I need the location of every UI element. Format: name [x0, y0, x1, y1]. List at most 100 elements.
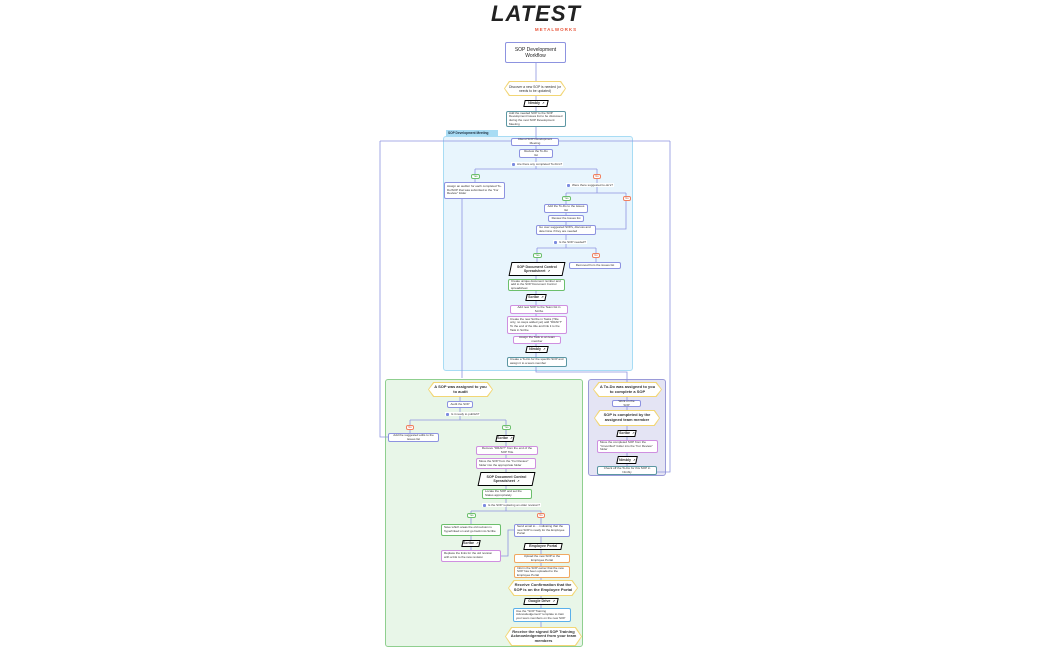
logo-main: LATEST [491, 1, 581, 26]
work-box: Work on the SOP [612, 399, 641, 407]
external-link-icon: ↗ [547, 269, 551, 273]
assign-task-box: Assign the Task to an team member [513, 336, 561, 344]
scribe-link[interactable]: Scribe↗ [495, 435, 515, 442]
decision-icon [567, 183, 570, 187]
no-label: No [537, 513, 545, 518]
no-label: No [592, 253, 600, 258]
locate-box: Locate the SOP and set the Status approp… [482, 489, 532, 499]
external-link-icon: ↗ [510, 436, 513, 441]
confirm-text: Receive Confirmation that the SOP is on … [509, 581, 577, 595]
decision-text: Is it ready to publish? [451, 412, 480, 416]
replace-links-box: Replace the links for the old revision w… [441, 550, 501, 562]
add-edits-box: Add the suggested edits to the issues li… [388, 433, 439, 442]
create-number-box: Create unique document number and add to… [508, 279, 565, 291]
spreadsheet-label: SOP Document Control Spreadsheet [486, 474, 527, 483]
title-text: SOP Development Workflow [514, 46, 557, 59]
nimbly-label: Nimbly [527, 101, 540, 106]
no-label: No [406, 425, 414, 430]
drive-label: Google Drive [527, 599, 550, 604]
move-sop-box: Move the SOP from the "For Review" folde… [476, 458, 536, 469]
nimbly-label: Nimbly [618, 457, 631, 462]
review-issues-box: Review the Issues list [548, 215, 584, 222]
external-link-icon: ↗ [541, 295, 544, 300]
scribe-link[interactable]: Scribe↗ [525, 294, 547, 301]
discover-hexagon: Discover a new SOP is needed (or needs t… [504, 81, 566, 96]
attend-box: Attend SOP Development Meeting [511, 138, 559, 146]
discover-text: Discover a new SOP is needed (or needs t… [505, 82, 565, 95]
use-template-box: Use the "SOP Training Acknowledgement" t… [513, 608, 571, 622]
no-label: No [623, 196, 631, 201]
decision-icon [554, 240, 557, 244]
decision-text: Were there suggested to-do's? [572, 183, 613, 187]
yes-label: Yes [562, 196, 571, 201]
nimbly-label: Nimbly [528, 347, 541, 352]
scribe-label: Scribe [528, 295, 540, 300]
complete-start-text: A To-Do was assigned to you to complete … [594, 383, 661, 396]
scribe-link[interactable]: Scribe↗ [461, 540, 481, 547]
yes-label: Yes [502, 425, 511, 430]
receive-signed-text: Receive the signed SOP Training Acknowle… [506, 628, 581, 645]
decision-text: Are there any completed To-Do's? [517, 162, 563, 166]
remove-draft-box: Remove "DRAFT" from the end of the SOP T… [476, 446, 538, 455]
meeting-group-label: SOP Development Meeting [446, 130, 498, 136]
external-link-icon: ↗ [476, 541, 479, 546]
confirm-hexagon: Receive Confirmation that the SOP is on … [508, 580, 578, 596]
review-todo-box: Review the To-Do list [519, 149, 553, 158]
add-todo-box: Add the To-Do to the issues list [544, 204, 588, 213]
create-scribe-box: Create the new Scribe in Tasks (Title on… [507, 316, 567, 334]
external-link-icon: ↗ [631, 431, 635, 436]
audit-box: Audit the SOP [447, 401, 473, 408]
decision-text: Is the SOP replacing an older revision? [488, 503, 540, 507]
logo-sub: METALWORKS [534, 27, 578, 32]
employee-portal-link[interactable]: Employee Portal [523, 543, 563, 550]
audit-start-text: A SOP was assigned to you to audit [429, 383, 492, 396]
external-link-icon: ↗ [517, 479, 520, 483]
add-team-box: Add new SOP to the Team list in Scribe [510, 305, 568, 314]
completed-hexagon: SOP is completed by the assigned team me… [594, 410, 660, 426]
complete-start-hexagon: A To-Do was assigned to you to complete … [593, 382, 662, 397]
audit-start-hexagon: A SOP was assigned to you to audit [428, 382, 493, 397]
assign-auditor-box: Assign an auditor for each completed To-… [444, 182, 505, 199]
decision-text: Is the SOP needed? [559, 240, 586, 244]
save-areas-box: Save which areas the old revision is hyp… [441, 524, 501, 536]
external-link-icon: ↗ [541, 101, 545, 106]
no-label: No [593, 174, 601, 179]
decision-icon [446, 412, 449, 416]
nimbly-link[interactable]: Nimbly↗ [525, 346, 549, 353]
decision-ready: Is it ready to publish? [445, 412, 481, 416]
workflow-title: SOP Development Workflow [505, 42, 566, 63]
upload-box: Upload the new SOP to the Employee Porta… [514, 554, 570, 563]
logo: LATEST METALWORKS [476, 0, 596, 33]
check-off-box: Check off the To-Do for this SOP in Nimb… [597, 466, 657, 475]
external-link-icon: ↗ [632, 457, 636, 462]
decision-suggested: Were there suggested to-do's? [566, 183, 614, 187]
scribe-label: Scribe [497, 436, 509, 441]
portal-label: Employee Portal [528, 544, 558, 549]
yes-label: Yes [533, 253, 542, 258]
send-email-box: Send email to ... indicating that the ne… [514, 524, 570, 537]
inform-box: Inform the SOP owner that the new SOP ha… [514, 566, 570, 578]
spreadsheet-link[interactable]: SOP Document Control Spreadsheet↗ [508, 262, 566, 276]
decision-icon [512, 162, 515, 166]
decision-completed: Are there any completed To-Do's? [511, 162, 564, 166]
scribe-link[interactable]: Scribe↗ [616, 430, 637, 437]
go-over-box: Go over suggested SOPs, discuss and dete… [536, 225, 596, 235]
move-completed-box: Move the completed SOP from the "Unverif… [597, 440, 658, 453]
decision-needed: Is the SOP needed? [553, 240, 587, 244]
nimbly-link[interactable]: Nimbly↗ [523, 100, 549, 107]
decision-replacing: Is the SOP replacing an older revision? [482, 503, 541, 507]
yes-label: Yes [471, 174, 480, 179]
completed-text: SOP is completed by the assigned team me… [595, 411, 659, 425]
scribe-label: Scribe [463, 541, 475, 546]
receive-signed-hexagon: Receive the signed SOP Training Acknowle… [505, 627, 582, 646]
yes-label: Yes [467, 513, 476, 518]
create-todo-box: Create a To-Do for the specific SOP and … [507, 357, 567, 367]
spreadsheet-label: SOP Document Control Spreadsheet [517, 264, 557, 273]
nimbly-link[interactable]: Nimbly↗ [616, 456, 638, 464]
external-link-icon: ↗ [542, 347, 546, 352]
removed-box: Removed from the issues list [569, 262, 621, 269]
spreadsheet-link[interactable]: SOP Document Control Spreadsheet↗ [477, 472, 536, 486]
decision-icon [483, 503, 486, 507]
google-drive-link[interactable]: Google Drive↗ [523, 598, 559, 605]
external-link-icon: ↗ [551, 599, 555, 604]
